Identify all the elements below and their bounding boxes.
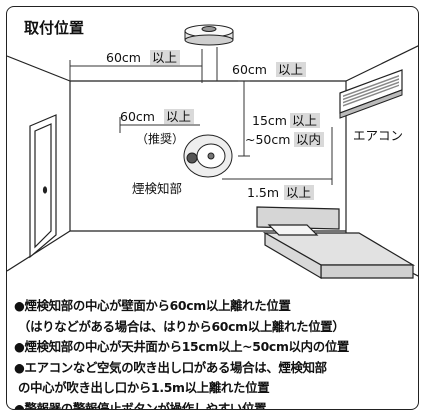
label-ceiling-min: 15cm 以上 bbox=[252, 113, 320, 128]
svg-text:以上: 以上 bbox=[152, 50, 177, 65]
label-ceiling-max: ~50cm 以内 bbox=[245, 132, 324, 147]
ceiling-smoke-detector bbox=[184, 24, 234, 46]
note-line: ●煙検知部の中心が天井面から15cm以上~50cm以内の位置 bbox=[14, 339, 350, 354]
installation-notes: ●煙検知部の中心が壁面から60cm以上離れた位置 （はりなどがある場合は、はりか… bbox=[7, 296, 418, 410]
note-line: の中心が吹き出し口から1.5m以上離れた位置 bbox=[18, 380, 270, 395]
detector-part-label: 煙検知部 bbox=[132, 181, 182, 196]
door-knob bbox=[42, 186, 48, 194]
air-conditioner bbox=[339, 69, 403, 119]
svg-text:以上: 以上 bbox=[278, 62, 303, 77]
note-line: ●警報器の警報停止ボタンが操作しやすい位置 bbox=[14, 400, 267, 410]
svg-text:60cm: 60cm bbox=[232, 62, 267, 77]
wall-smoke-detector bbox=[183, 134, 233, 178]
svg-text:以上: 以上 bbox=[292, 113, 317, 128]
installation-position-panel: 取付位置 エアコン bbox=[6, 6, 419, 410]
label-ac-distance: 1.5m 以上 bbox=[247, 185, 314, 200]
svg-text:以上: 以上 bbox=[286, 185, 311, 200]
bed bbox=[256, 206, 416, 280]
room-diagram: 取付位置 エアコン bbox=[7, 19, 418, 280]
svg-text:15cm: 15cm bbox=[252, 113, 287, 128]
pillow bbox=[267, 224, 319, 236]
label-ceiling-wall: 60cm 以上 bbox=[106, 50, 180, 65]
note-line: ●エアコンなど空気の吹き出し口がある場合は、煙検知部 bbox=[14, 359, 327, 375]
dimension-lines bbox=[69, 47, 333, 185]
svg-text:以上: 以上 bbox=[166, 109, 191, 124]
air-conditioner-label: エアコン bbox=[353, 128, 403, 143]
svg-text:~50cm: ~50cm bbox=[245, 132, 290, 147]
door bbox=[29, 114, 57, 259]
recommended-note: （推奨） bbox=[136, 132, 184, 146]
svg-text:60cm: 60cm bbox=[120, 109, 155, 124]
note-line: （はりなどがある場合は、はりから60cm以上離れた位置） bbox=[18, 318, 345, 334]
diagram-title: 取付位置 bbox=[24, 19, 84, 37]
svg-text:以内: 以内 bbox=[296, 132, 321, 147]
note-line: ●煙検知部の中心が壁面から60cm以上離れた位置 bbox=[14, 298, 291, 313]
label-ceiling-detector: 60cm 以上 bbox=[232, 62, 306, 77]
label-wall-side: 60cm 以上 bbox=[120, 109, 194, 124]
svg-text:60cm: 60cm bbox=[106, 50, 141, 65]
svg-text:1.5m: 1.5m bbox=[247, 185, 279, 200]
